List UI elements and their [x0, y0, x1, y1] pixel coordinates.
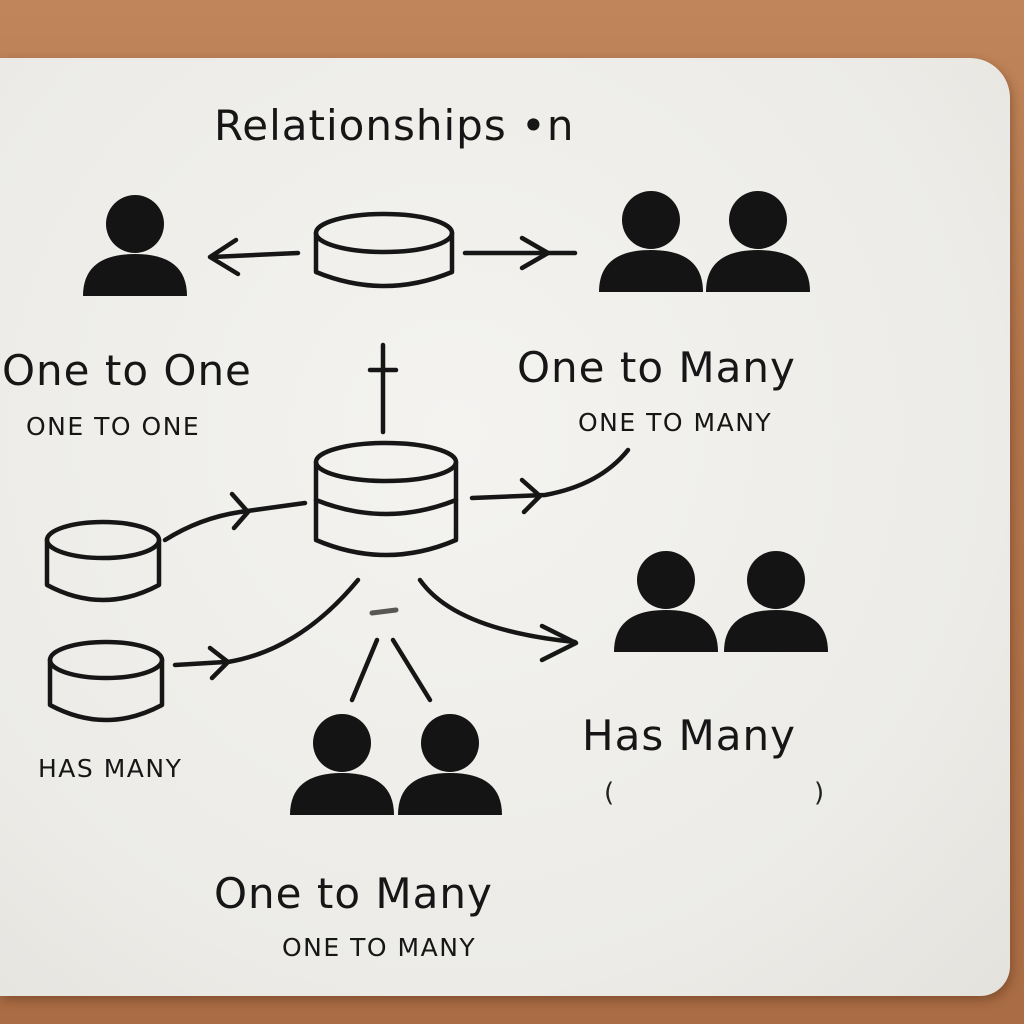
label-one-to-many-top-caption: ONE TO MANY — [578, 408, 773, 437]
database-icon-left-lower — [47, 639, 165, 723]
arrow-icon-top-right — [462, 235, 578, 271]
person-icon-mid-right-2 — [724, 551, 828, 652]
person-icon-mid-right-1 — [614, 551, 718, 652]
person-icon-bottom-2 — [398, 714, 502, 815]
label-one-to-one-caption: ONE TO ONE — [26, 412, 201, 441]
arrow-icon-center-lower-right — [417, 577, 579, 663]
arrow-icon-center-right — [469, 447, 631, 515]
arrow-icon-left-lower — [172, 577, 361, 681]
paren-close: ) — [814, 778, 825, 808]
person-icon-one-to-one — [83, 195, 187, 296]
database-icon-top — [313, 211, 455, 289]
person-icon-bottom-1 — [290, 714, 394, 815]
connector-down — [349, 637, 433, 703]
label-has-many-right: Has Many — [582, 711, 797, 760]
label-has-many-left: HAS MANY — [38, 754, 183, 783]
database-icon-left-upper — [44, 519, 162, 603]
label-one-to-many-top: One to Many — [517, 343, 796, 392]
arrow-icon-left-upper — [162, 491, 308, 543]
whiteboard — [0, 58, 1010, 996]
label-one-to-many-bottom-caption: ONE TO MANY — [282, 933, 477, 962]
person-icon-top-right-1 — [599, 191, 703, 292]
diagram-title: Relationships •n — [214, 101, 575, 150]
arrow-icon-top-left — [207, 237, 301, 277]
database-icon-center — [313, 440, 459, 558]
connector-vertical — [367, 342, 399, 435]
label-one-to-many-bottom: One to Many — [214, 869, 493, 918]
person-icon-top-right-2 — [706, 191, 810, 292]
paren-open: ( — [604, 778, 615, 808]
label-one-to-one: One to One — [2, 346, 252, 395]
